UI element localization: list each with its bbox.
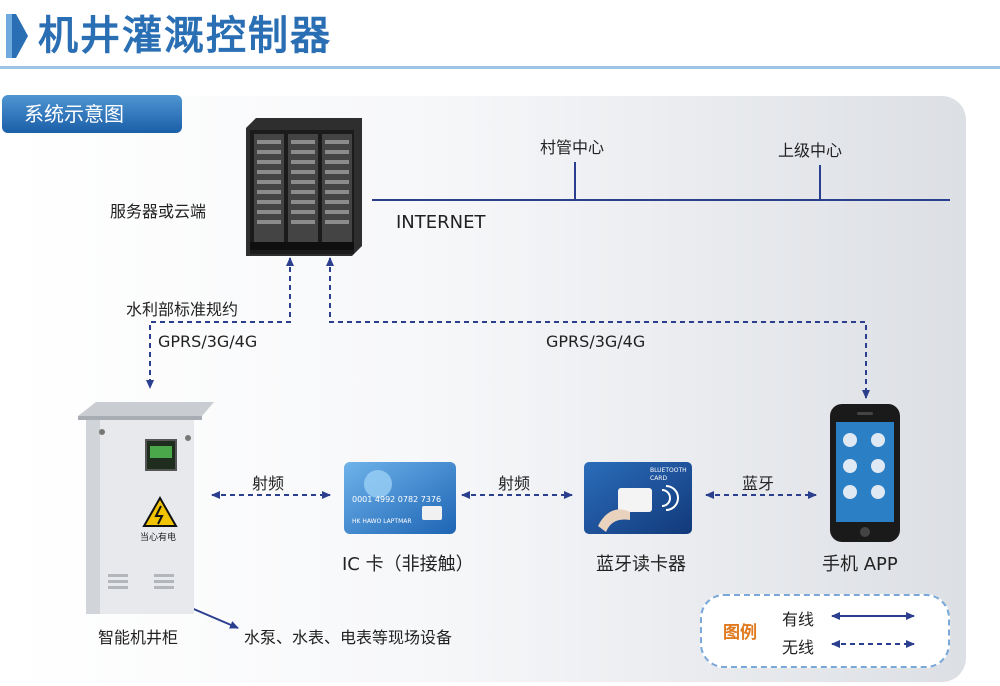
cabinet-label: 智能机井柜: [98, 628, 179, 647]
bluetooth-label: 蓝牙: [742, 474, 775, 493]
ic-card-icon: [344, 462, 456, 534]
bt-reader-label: 蓝牙读卡器: [596, 554, 686, 575]
protocol-label: 水利部标准规约: [126, 300, 239, 319]
section-tab: 系统示意图: [2, 95, 182, 133]
legend-box: [700, 594, 950, 668]
smart-cabinet-icon: [78, 402, 214, 614]
header-divider: [0, 66, 1000, 69]
ic-card-label: IC 卡（非接触）: [342, 554, 474, 575]
server-rack-icon: [246, 118, 362, 256]
gprs-left-label: GPRS/3G/4G: [158, 332, 258, 351]
upper-center-label: 上级中心: [778, 141, 843, 160]
server-label: 服务器或云端: [110, 202, 207, 221]
gprs-left-link: [146, 257, 294, 389]
bluetooth-reader-icon: [584, 462, 692, 534]
phone-app-label: 手机 APP: [822, 554, 898, 575]
gprs-right-label: GPRS/3G/4G: [546, 332, 646, 351]
rf1-label: 射频: [252, 474, 285, 493]
title-marker-icon: [6, 14, 28, 58]
cabinet-warning-label: 当心有电: [140, 533, 177, 543]
legend-wired-label: 有线: [782, 610, 815, 629]
ic-card-holder: HK HAWO LAPTMAR: [352, 518, 412, 525]
legend-wireless-label: 无线: [782, 638, 815, 657]
internet-label: INTERNET: [396, 212, 486, 233]
legend-title: 图例: [723, 623, 757, 643]
mobile-phone-icon: [830, 404, 900, 542]
gprs-right-link: [326, 257, 870, 399]
rf2-label: 射频: [498, 474, 531, 493]
reader-brand: BLUETOOTH CARD: [650, 467, 687, 482]
ic-card-number: 0001 4992 0782 7376: [352, 495, 442, 504]
page-title: 机井灌溉控制器: [38, 13, 332, 59]
field-devices-label: 水泵、水表、电表等现场设备: [244, 628, 453, 647]
village-center-label: 村管中心: [540, 138, 605, 157]
legend-line-samples: [831, 612, 915, 648]
